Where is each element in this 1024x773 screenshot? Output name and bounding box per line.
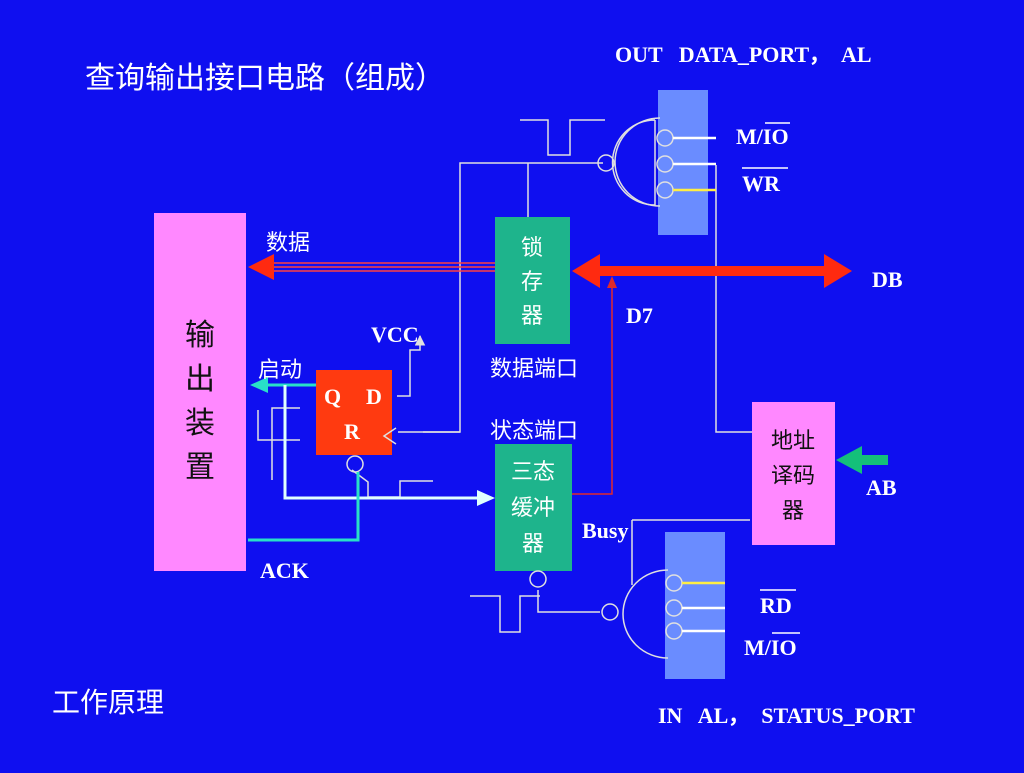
decoder-label-2: 译码 [771, 464, 815, 489]
flipflop-clock-triangle [382, 427, 397, 445]
latch-label-char: 器 [521, 304, 543, 329]
label-ack: ACK [260, 558, 309, 583]
label-rd: RD [760, 593, 792, 618]
start-signal-line [250, 377, 495, 506]
out-instruction: OUT DATA_PORT， AL [615, 42, 872, 67]
latch-label: 锁存器 [521, 236, 543, 329]
label-status-port: 状态端口 [490, 419, 578, 444]
label-start: 启动 [258, 358, 302, 383]
data-bus-to-device [248, 254, 495, 280]
in-port-bar [665, 532, 725, 679]
tristate-enable-wire [537, 590, 600, 613]
footer-title: 工作原理 [52, 686, 164, 719]
output-device-label-char: 输 [185, 318, 215, 353]
ack-line [248, 472, 360, 542]
flipflop-q: Q [324, 384, 341, 409]
write-pulse [520, 119, 605, 156]
decoder-label-3: 器 [782, 499, 804, 524]
ab-arrow [836, 446, 888, 474]
output-device-label-char: 装 [185, 406, 215, 441]
db-bus-arrow [572, 254, 852, 288]
latch-clock-wire [459, 162, 603, 398]
label-data: 数据 [266, 231, 310, 256]
output-device-label-char: 出 [185, 362, 215, 397]
clear-wire [398, 398, 461, 433]
flipflop-d: D [366, 384, 382, 409]
vcc-wire [397, 334, 426, 397]
out-port-bar [658, 90, 708, 235]
start-pulse-line [271, 407, 300, 480]
decoder-label-1: 地址 [771, 429, 815, 454]
label-data-port: 数据端口 [490, 357, 578, 382]
ack-pulse-right [351, 469, 433, 498]
d7-arrowhead [607, 276, 617, 288]
latch-block [495, 217, 570, 344]
out-gate [597, 117, 716, 207]
out-gate-bubble [597, 154, 615, 172]
label-busy: Busy [582, 518, 628, 543]
output-device-label: 输出装置 [185, 318, 215, 485]
in-instruction: IN AL， STATUS_PORT [658, 703, 915, 728]
output-device-label-char: 置 [185, 450, 215, 485]
latch-label-char: 存 [521, 270, 543, 295]
label-mio-top: M/IO [736, 124, 789, 149]
page-title: 查询输出接口电路（组成） [85, 61, 445, 96]
output-device-block [154, 213, 246, 571]
tristate-label-1: 三态 [511, 460, 555, 485]
busy-d7-wire [572, 282, 613, 495]
flipflop-reset-bubble [346, 455, 364, 473]
latch-label-char: 锁 [521, 236, 543, 261]
label-ab: AB [866, 475, 897, 500]
tristate-label-2: 缓冲 [511, 496, 555, 521]
label-db: DB [872, 267, 903, 292]
tristate-block [495, 444, 572, 571]
in-gate-bubble [601, 603, 619, 621]
tristate-label-3: 器 [522, 532, 544, 557]
tristate-enable-bubble [529, 570, 547, 588]
label-d7: D7 [626, 303, 653, 328]
label-mio-bottom: M/IO [744, 635, 797, 660]
flipflop-block [316, 370, 392, 455]
label-vcc: VCC [371, 322, 419, 347]
decoder-block [752, 402, 835, 545]
read-pulse [470, 595, 540, 633]
in-gate [601, 569, 725, 659]
start-pulse-base [257, 410, 300, 441]
label-wr: WR [742, 171, 781, 196]
decoder-to-gate-wire [715, 165, 752, 433]
flipflop-r: R [344, 419, 361, 444]
